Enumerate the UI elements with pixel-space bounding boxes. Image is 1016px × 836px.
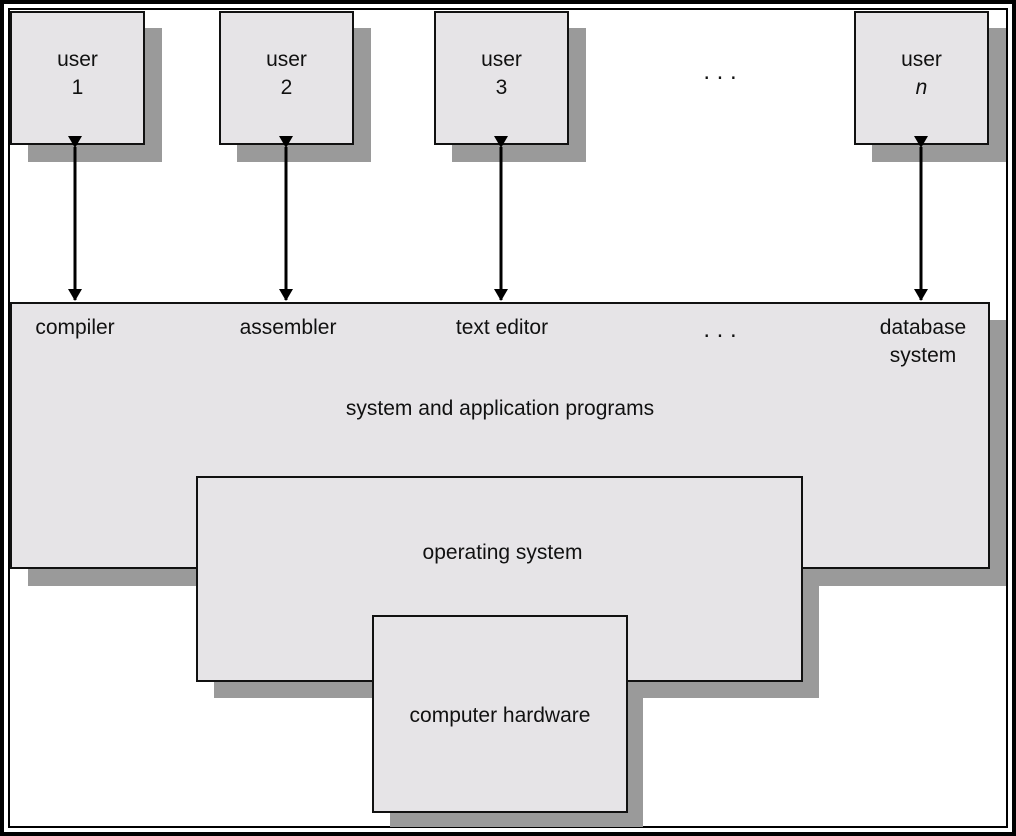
user-1-line1: user (57, 48, 98, 71)
database-system-label: database system (858, 314, 988, 370)
user-3-label: user 3 (434, 46, 569, 102)
user-1-line2: 1 (71, 76, 84, 99)
assembler-label: assembler (239, 316, 337, 339)
database-line1: database (879, 316, 967, 339)
user-n-label: user n (854, 46, 989, 102)
user-1-box (10, 11, 145, 145)
compiler-label: compiler (35, 316, 115, 339)
programs-ellipsis: . . . (703, 316, 737, 343)
users-ellipsis: . . . (703, 58, 737, 85)
user-1-label: user 1 (10, 46, 145, 102)
user-2-label: user 2 (219, 46, 354, 102)
user-n-line1: user (901, 48, 942, 71)
user-n-box (854, 11, 989, 145)
inner-frame (8, 8, 1008, 828)
user-3-line2: 3 (495, 76, 508, 99)
user-2-box (219, 11, 354, 145)
text-editor-label: text editor (455, 316, 549, 339)
user-2-line2: 2 (280, 76, 293, 99)
operating-system-label: operating system (422, 541, 583, 564)
computer-hardware-label: computer hardware (409, 704, 591, 727)
system-programs-label: system and application programs (345, 397, 655, 420)
user-3-box (434, 11, 569, 145)
hardware-layer-box (372, 615, 628, 813)
database-line2: system (889, 344, 957, 367)
user-3-line1: user (481, 48, 522, 71)
user-2-line1: user (266, 48, 307, 71)
user-n-line2: n (915, 76, 928, 99)
